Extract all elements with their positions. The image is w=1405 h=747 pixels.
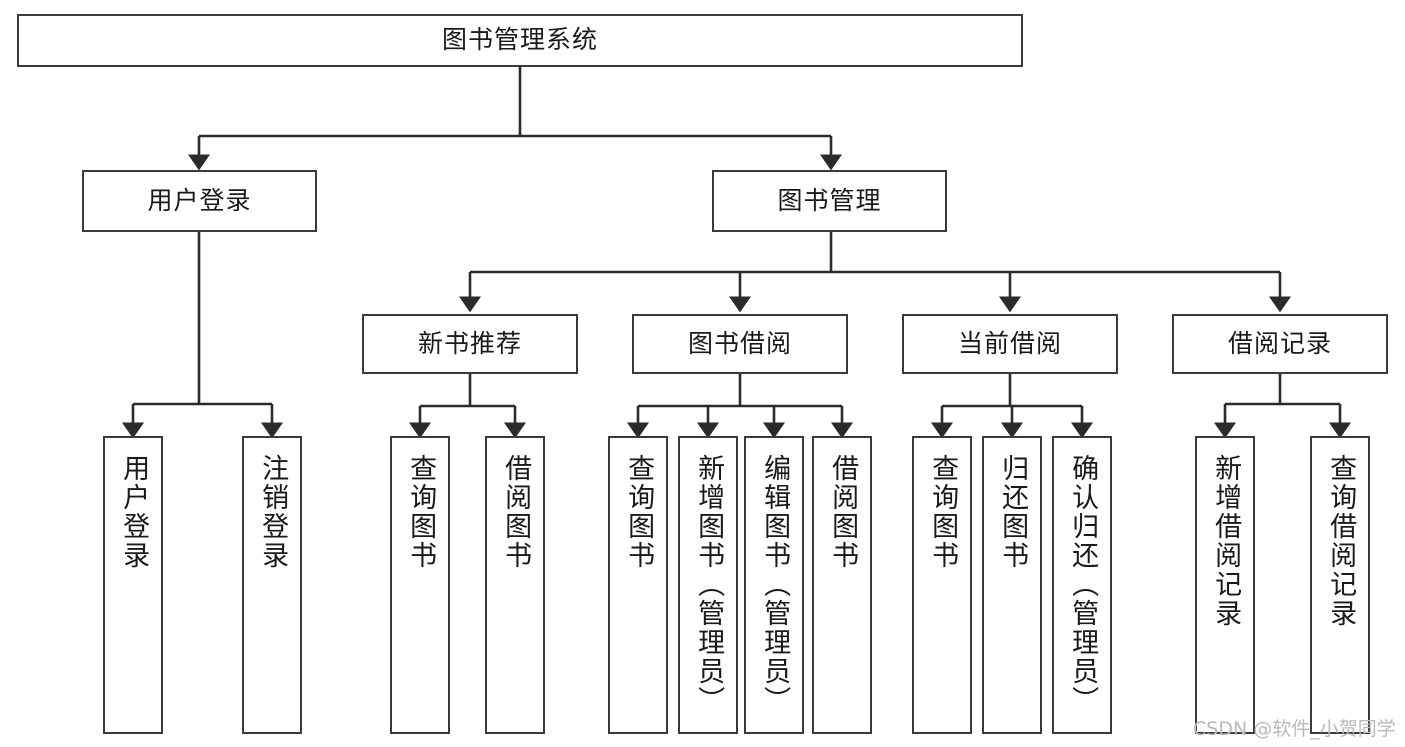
node-leaf-query-book-recommend[interactable]: 查询图书 bbox=[390, 436, 450, 734]
node-leaf-return-book[interactable]: 归还图书 bbox=[982, 436, 1042, 734]
node-label: 借阅图书 bbox=[827, 454, 859, 570]
node-root-system[interactable]: 图书管理系统 bbox=[17, 14, 1023, 67]
node-user-login[interactable]: 用户登录 bbox=[82, 170, 317, 232]
node-label: 图书管理系统 bbox=[441, 25, 598, 55]
node-label: 新增图书（管理员） bbox=[693, 454, 725, 715]
csdn-watermark: CSDN @软件_小贺同学 bbox=[1193, 718, 1396, 740]
node-leaf-user-login[interactable]: 用户登录 bbox=[103, 436, 163, 734]
node-label: 归还图书 bbox=[997, 454, 1029, 570]
node-leaf-add-borrow-record[interactable]: 新增借阅记录 bbox=[1195, 436, 1255, 734]
node-label: 当前借阅 bbox=[957, 328, 1062, 358]
node-leaf-logout-login[interactable]: 注销登录 bbox=[242, 436, 302, 734]
node-label: 查询借阅记录 bbox=[1325, 454, 1357, 628]
node-label: 图书管理 bbox=[777, 185, 882, 215]
node-label: 新书推荐 bbox=[417, 328, 522, 358]
node-leaf-borrow-book-recommend[interactable]: 借阅图书 bbox=[485, 436, 545, 734]
node-book-manage[interactable]: 图书管理 bbox=[712, 170, 947, 232]
node-leaf-add-book[interactable]: 新增图书（管理员） bbox=[678, 436, 738, 734]
node-leaf-edit-book[interactable]: 编辑图书（管理员） bbox=[744, 436, 804, 734]
node-label: 注销登录 bbox=[257, 454, 289, 570]
node-new-book-recommend[interactable]: 新书推荐 bbox=[362, 314, 578, 374]
node-borrow-record[interactable]: 借阅记录 bbox=[1172, 314, 1388, 374]
node-label: 确认归还（管理员） bbox=[1067, 454, 1099, 715]
node-label: 编辑图书（管理员） bbox=[759, 454, 791, 715]
node-label: 借阅记录 bbox=[1227, 328, 1332, 358]
node-label: 用户登录 bbox=[118, 454, 150, 570]
node-leaf-query-book-current[interactable]: 查询图书 bbox=[912, 436, 972, 734]
node-label: 查询图书 bbox=[623, 454, 655, 570]
node-leaf-confirm-return[interactable]: 确认归还（管理员） bbox=[1052, 436, 1112, 734]
node-label: 新增借阅记录 bbox=[1210, 454, 1242, 628]
node-label: 借阅图书 bbox=[500, 454, 532, 570]
node-leaf-query-borrow-record[interactable]: 查询借阅记录 bbox=[1310, 436, 1370, 734]
node-label: 查询图书 bbox=[927, 454, 959, 570]
node-leaf-borrow-book[interactable]: 借阅图书 bbox=[812, 436, 872, 734]
node-label: 图书借阅 bbox=[687, 328, 792, 358]
node-label: 用户登录 bbox=[147, 185, 252, 215]
node-label: 查询图书 bbox=[405, 454, 437, 570]
node-leaf-query-book-borrow[interactable]: 查询图书 bbox=[608, 436, 668, 734]
node-current-borrow[interactable]: 当前借阅 bbox=[902, 314, 1118, 374]
node-book-borrow[interactable]: 图书借阅 bbox=[632, 314, 848, 374]
